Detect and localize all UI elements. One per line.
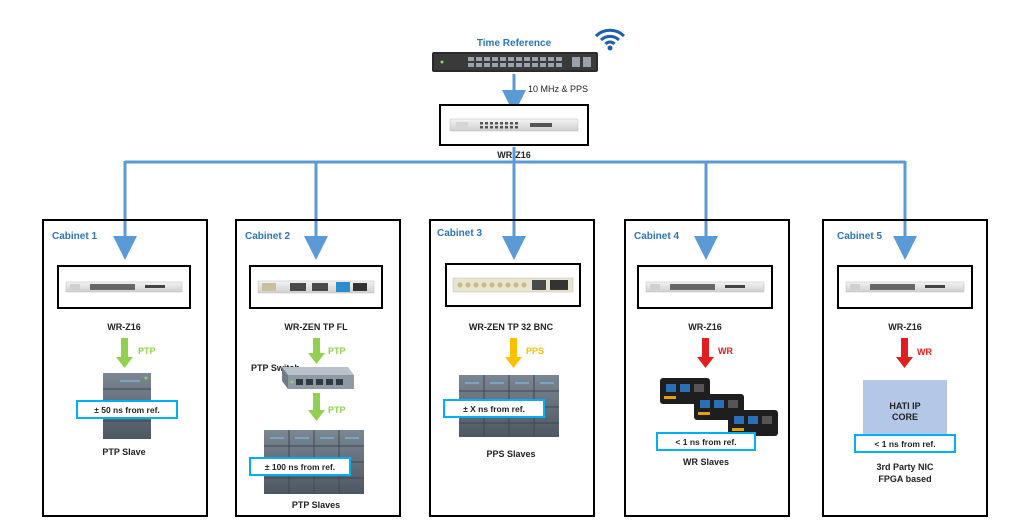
ptp-arrow-2: [308, 393, 325, 421]
ptp-arrow: [308, 338, 325, 364]
cabinet-device-name: WR-Z16: [107, 322, 141, 332]
rack-device: [645, 281, 765, 293]
protocol-label: PTP: [328, 346, 346, 356]
accuracy-badge: [443, 399, 545, 418]
time-reference-label: Time Reference: [477, 38, 552, 49]
distribution-bus: [113, 147, 917, 260]
wifi-icon: [594, 28, 626, 51]
master-rack-device: [449, 118, 579, 132]
rack-device: [257, 280, 375, 294]
wr-arrow: [896, 338, 913, 368]
cabinet-title: Cabinet 2: [245, 231, 290, 242]
ptp-switch-label: PTP Switch: [251, 363, 300, 373]
slave-caption: WR Slaves: [683, 457, 729, 467]
protocol-label: PTP: [138, 346, 156, 356]
nic-caption-line1: 3rd Party NIC: [876, 462, 934, 472]
rack-device: [65, 281, 183, 293]
hati-core-line2: CORE: [892, 412, 918, 422]
cabinet-title: Cabinet 1: [52, 231, 97, 242]
slave-caption: PTP Slave: [102, 447, 145, 457]
accuracy-badge-text: ± 50 ns from ref.: [94, 405, 160, 415]
accuracy-badge: [854, 434, 956, 453]
cabinet-4: Cabinet 4 WR-Z16 WR < 1 ns from ref. WR …: [624, 219, 790, 517]
accuracy-badge: [76, 400, 178, 419]
hati-ip-core-block: [863, 380, 947, 436]
cabinet-device-name: WR-Z16: [688, 322, 722, 332]
rack-device: [845, 281, 965, 293]
rack-device: [452, 277, 574, 293]
cabinet-1: Cabinet 1 WR-Z16 PTP ± 50 ns from ref. P…: [42, 219, 208, 517]
protocol-label-2: PTP: [328, 405, 346, 415]
cabinet-title: Cabinet 3: [437, 228, 482, 239]
hati-core-line1: HATI IP: [889, 401, 920, 411]
protocol-label: PPS: [526, 346, 544, 356]
cabinet-5: Cabinet 5 WR-Z16 WR HATI IP CORE < 1 ns …: [822, 219, 988, 517]
cabinet-title: Cabinet 4: [634, 231, 679, 242]
accuracy-badge-text: ± 100 ns from ref.: [265, 462, 335, 472]
wr-arrow: [697, 338, 714, 368]
protocol-label: WR: [917, 347, 932, 357]
accuracy-badge: [656, 432, 756, 451]
cabinet-2: Cabinet 2 WR-ZEN TP FL PTP PTP Switch: [235, 219, 401, 517]
cabinet-title: Cabinet 5: [837, 231, 882, 242]
cabinet-3: Cabinet 3 WR-ZEN TP 32 BNC PPS ± X ns fr…: [429, 219, 595, 517]
nic-caption-line2: FPGA based: [878, 474, 931, 484]
ptp-switch: [282, 367, 354, 389]
slave-caption: PTP Slaves: [292, 500, 340, 510]
ptp-arrow: [116, 338, 133, 368]
slave-caption: PPS Slaves: [486, 449, 535, 459]
protocol-label: WR: [718, 346, 733, 356]
reference-link-label: 10 MHz & PPS: [528, 84, 588, 94]
accuracy-badge-text: < 1 ns from ref.: [874, 439, 935, 449]
cabinet-device-name: WR-ZEN TP FL: [284, 322, 348, 332]
cabinet-device-name: WR-Z16: [888, 322, 922, 332]
wr-nodes: [660, 378, 778, 436]
pps-arrow: [505, 338, 522, 368]
cabinet-device-name: WR-ZEN TP 32 BNC: [469, 322, 554, 332]
accuracy-badge: [249, 457, 351, 476]
time-reference-switch: [432, 52, 598, 72]
accuracy-badge-text: < 1 ns from ref.: [675, 437, 736, 447]
accuracy-badge-text: ± X ns from ref.: [463, 404, 525, 414]
